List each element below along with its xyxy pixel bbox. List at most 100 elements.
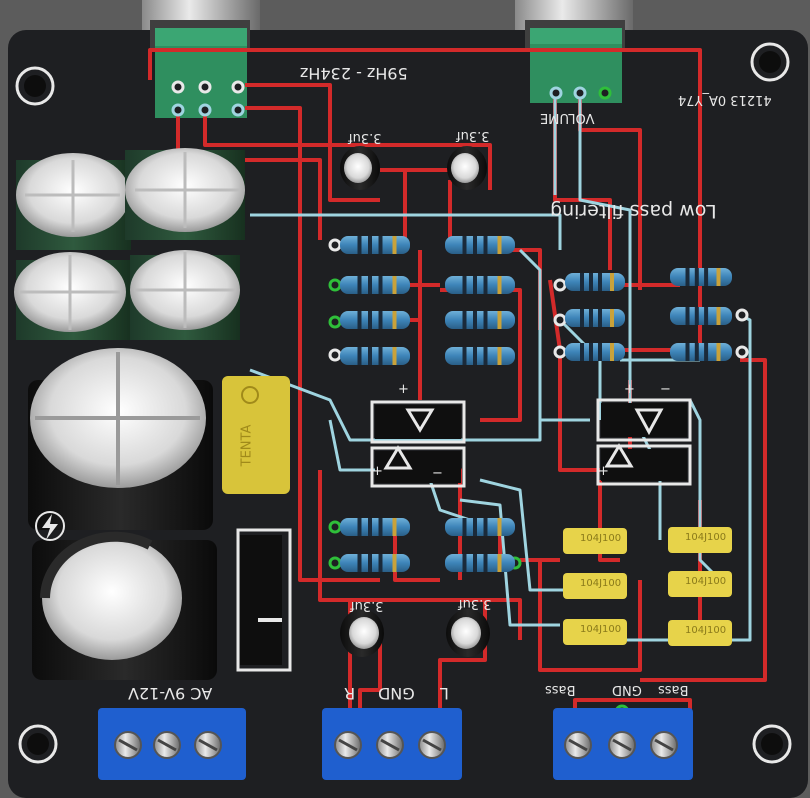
resistor-band xyxy=(716,343,721,361)
volume-label: VOLUME xyxy=(540,110,595,125)
resistor-band xyxy=(392,518,397,536)
resistor-band xyxy=(462,236,467,254)
resistor-band xyxy=(378,311,383,329)
resistor-band xyxy=(368,554,372,572)
output-bass-left-label: Bass xyxy=(545,682,576,697)
resistor-band xyxy=(357,276,362,294)
resistor-band xyxy=(483,236,488,254)
resistor-band xyxy=(462,276,467,294)
resistor xyxy=(340,276,410,294)
resistor-band xyxy=(685,307,690,325)
resistor-band xyxy=(694,307,699,325)
resistor-band xyxy=(610,309,614,327)
resistor-band xyxy=(694,268,699,286)
resistor-band xyxy=(462,554,467,572)
resistor-band xyxy=(685,268,690,286)
filter-cap-label-4: 104J100 xyxy=(685,576,727,587)
filter-capacitors-green xyxy=(14,148,245,340)
filter-capacitors-black xyxy=(28,348,217,680)
screw-terminals xyxy=(98,708,693,780)
input-r-label: R xyxy=(344,684,356,703)
resistor-band xyxy=(462,347,467,365)
resistor-band xyxy=(497,276,502,294)
mounting-holes xyxy=(15,42,792,764)
resistor-band xyxy=(483,554,488,572)
resistor-band xyxy=(497,518,502,536)
resistor-band xyxy=(598,309,602,327)
resistor-band xyxy=(497,236,502,254)
resistor xyxy=(565,343,625,361)
resistor-band xyxy=(483,311,488,329)
opamp-plus-mark-3: + xyxy=(624,382,635,397)
resistor-band xyxy=(378,236,383,254)
cap-label-bottom-left: 3.3uf xyxy=(350,598,384,613)
resistor xyxy=(340,347,410,365)
resistor-band xyxy=(392,311,397,329)
frequency-potentiometer xyxy=(142,0,260,118)
opamp-plus-mark-2: + xyxy=(372,464,383,479)
resistor-band xyxy=(368,518,372,536)
resistor-band xyxy=(497,347,502,365)
resistor-band xyxy=(483,347,488,365)
input-gnd-label: GND xyxy=(378,684,415,703)
resistor-band xyxy=(580,343,584,361)
resistors xyxy=(340,236,732,572)
resistor-band xyxy=(357,347,362,365)
resistor-band xyxy=(580,309,584,327)
ac-input-label: AC 9V-12V xyxy=(128,684,213,703)
opamp-plus-mark-1: + xyxy=(398,382,409,397)
input-l-label: L xyxy=(440,684,449,703)
resistor-band xyxy=(685,343,690,361)
resistor-band xyxy=(473,347,477,365)
resistor-band xyxy=(589,343,593,361)
resistor-band xyxy=(473,236,477,254)
resistor-band xyxy=(473,276,477,294)
resistor-band xyxy=(378,347,383,365)
cap-label-top-left: 3.3uf xyxy=(348,130,382,145)
resistor-band xyxy=(462,311,467,329)
opamp-minus-mark-1: − xyxy=(432,466,443,481)
coupling-capacitors xyxy=(340,146,490,657)
resistor-band xyxy=(483,276,488,294)
opamp-plus-mark-4: + xyxy=(598,464,609,479)
resistor xyxy=(445,518,515,536)
resistor-band xyxy=(462,518,467,536)
resistor-band xyxy=(497,554,502,572)
film-cap-brand-label: TENTA xyxy=(239,424,255,467)
resistor-band xyxy=(580,273,584,291)
opamp-minus-mark-2: − xyxy=(660,382,671,397)
resistor-band xyxy=(357,518,362,536)
resistor-band xyxy=(716,307,721,325)
filter-cap-label-1: 104J100 xyxy=(580,533,622,544)
filter-cap-label-3: 104J100 xyxy=(580,578,622,589)
resistor-band xyxy=(497,311,502,329)
frequency-range-label: 59Hz - 234Hz xyxy=(300,64,408,83)
resistor-band xyxy=(589,309,593,327)
output-bass-right-label: Bass xyxy=(658,682,689,697)
resistor-band xyxy=(392,236,397,254)
resistor-band xyxy=(610,273,614,291)
resistor xyxy=(670,268,732,286)
resistor xyxy=(445,236,515,254)
voltage-regulator xyxy=(236,528,292,672)
opamp-ics xyxy=(370,398,692,488)
resistor-band xyxy=(473,554,477,572)
resistor xyxy=(445,554,515,572)
resistor-band xyxy=(704,268,709,286)
resistor-band xyxy=(716,268,721,286)
resistor-band xyxy=(378,276,383,294)
filter-cap-label-2: 104J100 xyxy=(685,532,727,543)
resistor-band xyxy=(694,343,699,361)
resistor-band xyxy=(598,343,602,361)
output-gnd-label: GND xyxy=(612,682,642,697)
resistor-band xyxy=(392,347,397,365)
resistor-band xyxy=(589,273,593,291)
resistor-band xyxy=(378,554,383,572)
resistor-band xyxy=(598,273,602,291)
resistor-band xyxy=(483,518,488,536)
resistor-band xyxy=(704,343,709,361)
resistor xyxy=(340,236,410,254)
resistor-band xyxy=(704,307,709,325)
resistor-band xyxy=(368,347,372,365)
